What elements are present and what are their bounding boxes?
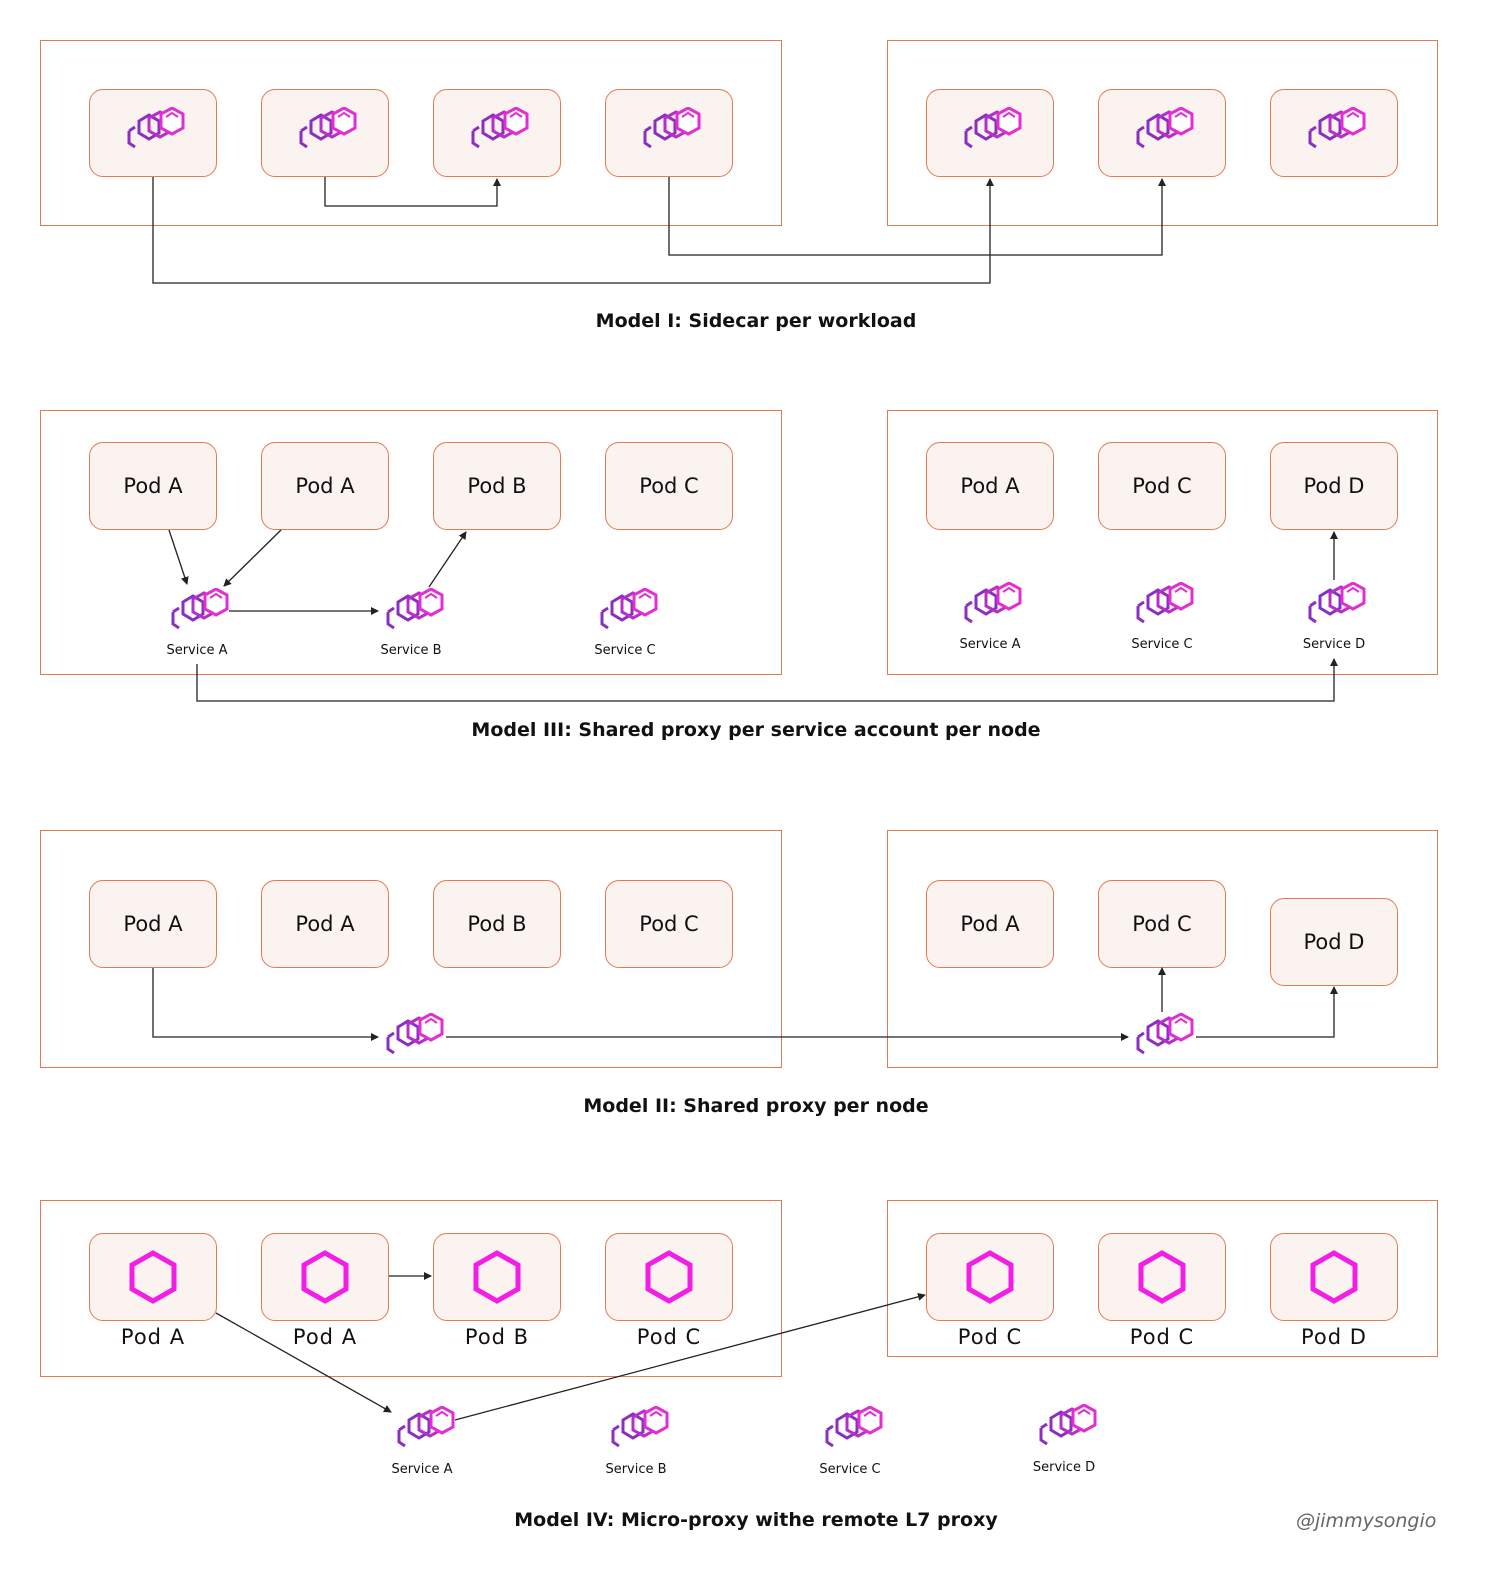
- pod-label: Pod D: [1301, 1325, 1367, 1349]
- hexagon-icon: [962, 1249, 1018, 1305]
- envoy-proxy-icon: [1136, 107, 1194, 149]
- envoy-proxy-icon: [964, 107, 1022, 149]
- model4-title: Model IV: Micro-proxy withe remote L7 pr…: [514, 1509, 998, 1531]
- model1-workload-7: [1270, 89, 1398, 177]
- model1-workload-6: [1098, 89, 1226, 177]
- model4-pod: [605, 1233, 733, 1321]
- hexagon-icon: [1134, 1249, 1190, 1305]
- pod-label: Pod D: [1303, 930, 1365, 954]
- service-label: Service B: [380, 643, 442, 658]
- envoy-proxy-icon: [611, 1406, 669, 1448]
- model2-pod: Pod C: [605, 880, 733, 968]
- envoy-proxy-icon: [386, 588, 444, 630]
- service-label: Service B: [605, 1462, 667, 1477]
- envoy-proxy-icon: [386, 1013, 444, 1055]
- model4-pod: [89, 1233, 217, 1321]
- pod-label: Pod B: [467, 912, 527, 936]
- model4-pod: [1098, 1233, 1226, 1321]
- model1-workload-4: [605, 89, 733, 177]
- envoy-proxy-icon: [964, 582, 1022, 624]
- envoy-proxy-icon: [171, 588, 229, 630]
- service-label: Service D: [1032, 1460, 1096, 1475]
- envoy-proxy-icon: [825, 1406, 883, 1448]
- model3-pod: Pod A: [89, 442, 217, 530]
- pod-label: Pod B: [464, 1325, 530, 1349]
- service-label: Service C: [1131, 637, 1193, 652]
- pod-label: Pod A: [123, 912, 183, 936]
- hexagon-icon: [297, 1249, 353, 1305]
- model1-title: Model I: Sidecar per workload: [595, 310, 917, 332]
- hexagon-icon: [125, 1249, 181, 1305]
- model2-title: Model II: Shared proxy per node: [583, 1095, 929, 1117]
- model3-pod: Pod C: [605, 442, 733, 530]
- model2-pod: Pod A: [261, 880, 389, 968]
- envoy-proxy-icon: [127, 107, 185, 149]
- model2-node-1: [40, 830, 782, 1068]
- model2-pod: Pod A: [926, 880, 1054, 968]
- pod-label: Pod A: [960, 474, 1020, 498]
- pod-label: Pod D: [1303, 474, 1365, 498]
- model3-pod: Pod D: [1270, 442, 1398, 530]
- pod-label: Pod C: [639, 474, 699, 498]
- hexagon-icon: [1306, 1249, 1362, 1305]
- model2-pod: Pod B: [433, 880, 561, 968]
- envoy-proxy-icon: [1136, 1013, 1194, 1055]
- service-label: Service C: [819, 1462, 881, 1477]
- model3-title: Model III: Shared proxy per service acco…: [471, 719, 1041, 741]
- envoy-proxy-icon: [397, 1406, 455, 1448]
- model1-workload-3: [433, 89, 561, 177]
- pod-label: Pod A: [292, 1325, 358, 1349]
- model1-workload-2: [261, 89, 389, 177]
- service-label: Service A: [391, 1462, 453, 1477]
- hexagon-icon: [469, 1249, 525, 1305]
- model4-pod: [926, 1233, 1054, 1321]
- pod-label: Pod A: [960, 912, 1020, 936]
- model2-pod: Pod A: [89, 880, 217, 968]
- pod-label: Pod C: [639, 912, 699, 936]
- pod-label: Pod A: [120, 1325, 186, 1349]
- model2-pod: Pod D: [1270, 898, 1398, 986]
- pod-label: Pod A: [295, 474, 355, 498]
- envoy-proxy-icon: [1039, 1404, 1097, 1446]
- pod-label: Pod B: [467, 474, 527, 498]
- pod-label: Pod C: [957, 1325, 1023, 1349]
- model2-node-2: [887, 830, 1438, 1068]
- envoy-proxy-icon: [600, 588, 658, 630]
- model4-pod: [1270, 1233, 1398, 1321]
- service-label: Service D: [1302, 637, 1366, 652]
- envoy-proxy-icon: [1136, 582, 1194, 624]
- model4-pod: [433, 1233, 561, 1321]
- pod-label: Pod A: [123, 474, 183, 498]
- service-label: Service A: [166, 643, 228, 658]
- service-label: Service A: [959, 637, 1021, 652]
- pod-label: Pod C: [636, 1325, 702, 1349]
- model4-node-2: [887, 1200, 1438, 1357]
- hexagon-icon: [641, 1249, 697, 1305]
- watermark: @jimmysongio: [1296, 1510, 1437, 1532]
- envoy-proxy-icon: [643, 107, 701, 149]
- envoy-proxy-icon: [1308, 582, 1366, 624]
- model3-pod: Pod C: [1098, 442, 1226, 530]
- model2-pod: Pod C: [1098, 880, 1226, 968]
- model4-node-1: [40, 1200, 782, 1377]
- pod-label: Pod C: [1129, 1325, 1195, 1349]
- pod-label: Pod A: [295, 912, 355, 936]
- pod-label: Pod C: [1132, 474, 1192, 498]
- model3-pod: Pod A: [261, 442, 389, 530]
- envoy-proxy-icon: [1308, 107, 1366, 149]
- model3-pod: Pod B: [433, 442, 561, 530]
- model4-pod: [261, 1233, 389, 1321]
- model3-pod: Pod A: [926, 442, 1054, 530]
- pod-label: Pod C: [1132, 912, 1192, 936]
- model1-workload-1: [89, 89, 217, 177]
- envoy-proxy-icon: [299, 107, 357, 149]
- service-label: Service C: [594, 643, 656, 658]
- model1-workload-5: [926, 89, 1054, 177]
- envoy-proxy-icon: [471, 107, 529, 149]
